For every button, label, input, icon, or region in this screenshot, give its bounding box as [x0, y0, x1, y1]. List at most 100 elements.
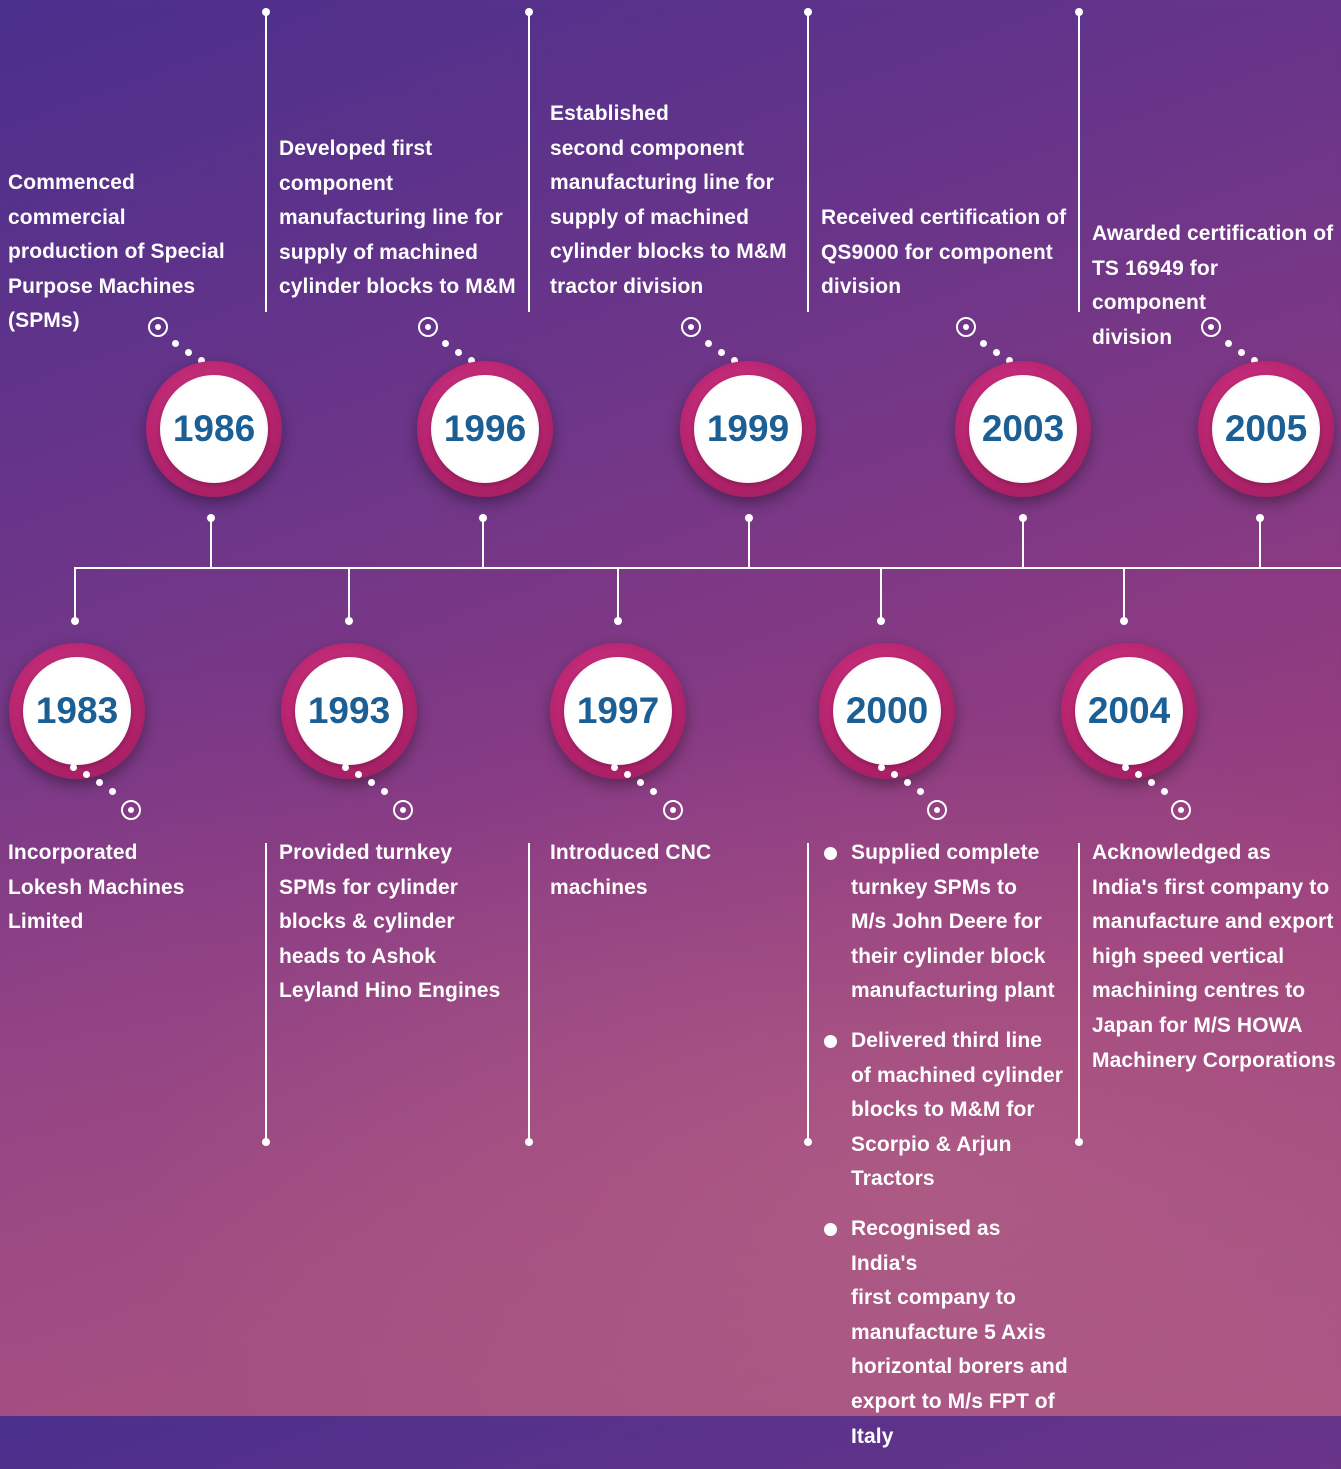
- trail-dot: [355, 771, 362, 778]
- milestone-1993-text: Provided turnkey SPMs for cylinder block…: [279, 836, 524, 1009]
- milestone-description: Provided turnkey SPMs for cylinder block…: [279, 841, 501, 1003]
- bullet-icon: [824, 1222, 837, 1236]
- year-circle: 2004: [1061, 643, 1197, 779]
- year-label: 2003: [981, 408, 1065, 449]
- connector-line: [348, 567, 350, 619]
- target-icon: [927, 800, 947, 820]
- bottom-divider-endpoint: [525, 1138, 533, 1146]
- trail-dot: [1148, 779, 1155, 786]
- trail-dot: [442, 340, 449, 347]
- trail-dot: [1251, 357, 1258, 364]
- bullet-icon: [824, 1034, 837, 1048]
- bottom-divider-line: [807, 843, 809, 1141]
- trail-dot: [185, 349, 192, 356]
- trail-dot: [980, 340, 987, 347]
- year-label: 2004: [1087, 690, 1171, 731]
- bottom-divider-endpoint: [804, 1138, 812, 1146]
- top-divider-endpoint: [525, 8, 533, 16]
- bottom-divider-line: [528, 843, 530, 1141]
- year-label: 1996: [443, 408, 527, 449]
- top-divider-line: [1078, 12, 1080, 312]
- bottom-divider-endpoint: [1075, 1138, 1083, 1146]
- trail-dot: [637, 779, 644, 786]
- milestone-bullet-list: Supplied complete turnkey SPMs to M/s Jo…: [809, 836, 1071, 1454]
- connector-line: [210, 518, 212, 568]
- milestone-1997-text: Introduced CNC machines: [550, 836, 800, 905]
- milestone-2003-text: Received certification of QS9000 for com…: [821, 201, 1071, 305]
- connector-line: [1022, 518, 1024, 568]
- connector-line: [617, 567, 619, 619]
- bottom-divider-endpoint: [262, 1138, 270, 1146]
- milestone-description: Acknowledged as India's first company to…: [1092, 841, 1336, 1072]
- milestone-description: Incorporated Lokesh Machines Limited: [8, 841, 185, 934]
- bullet-icon: [824, 847, 837, 860]
- bullet-item: Supplied complete turnkey SPMs to M/s Jo…: [809, 836, 1071, 1009]
- connector-line: [1259, 518, 1261, 568]
- year-label: 1993: [307, 690, 391, 731]
- connector-line: [482, 518, 484, 568]
- milestone-1983-text: Incorporated Lokesh Machines Limited: [8, 836, 258, 940]
- milestone-description: Introduced CNC machines: [550, 841, 712, 899]
- trail-dot: [650, 788, 657, 795]
- trail-dot: [368, 779, 375, 786]
- year-circle: 2000: [819, 643, 955, 779]
- year-circle: 1983: [9, 643, 145, 779]
- milestone-1986-text: Commenced commercial production of Speci…: [8, 166, 258, 339]
- top-divider-line: [807, 12, 809, 312]
- top-divider-line: [528, 12, 530, 312]
- connector-line: [880, 567, 882, 619]
- target-icon: [663, 800, 683, 820]
- trail-dot: [342, 764, 349, 771]
- year-label: 2005: [1224, 408, 1308, 449]
- timeline-axis: [74, 567, 1341, 569]
- trail-dot: [1238, 349, 1245, 356]
- target-icon: [148, 317, 168, 337]
- trail-dot: [172, 340, 179, 347]
- top-divider-endpoint: [804, 8, 812, 16]
- top-divider-endpoint: [262, 8, 270, 16]
- year-label: 1983: [35, 690, 119, 731]
- trail-dot: [1006, 357, 1013, 364]
- year-label: 1997: [576, 690, 660, 731]
- trail-dot: [993, 349, 1000, 356]
- milestone-2000-text: Supplied complete turnkey SPMs to M/s Jo…: [809, 836, 1071, 1469]
- trail-dot: [96, 779, 103, 786]
- year-circle: 1986: [146, 361, 282, 497]
- connector-endpoint: [1120, 617, 1128, 625]
- trail-dot: [611, 764, 618, 771]
- connector-endpoint: [345, 617, 353, 625]
- trail-dot: [917, 788, 924, 795]
- top-divider-endpoint: [1075, 8, 1083, 16]
- target-icon: [1171, 800, 1191, 820]
- target-icon: [956, 317, 976, 337]
- bullet-text: Recognised as India's first company to m…: [851, 1216, 1068, 1448]
- trail-dot: [624, 771, 631, 778]
- milestone-description: Developed first component manufacturing …: [279, 137, 516, 299]
- milestone-2005-text: Awarded certification of TS 16949 for co…: [1092, 217, 1337, 355]
- connector-line: [748, 518, 750, 568]
- milestone-1999-text: Established second component manufacturi…: [550, 97, 800, 305]
- trail-dot: [1161, 788, 1168, 795]
- milestone-1996-text: Developed first component manufacturing …: [279, 132, 519, 305]
- target-icon: [418, 317, 438, 337]
- year-circle: 1996: [417, 361, 553, 497]
- connector-endpoint: [614, 617, 622, 625]
- trail-dot: [468, 357, 475, 364]
- year-circle: 1993: [281, 643, 417, 779]
- year-label: 1999: [706, 408, 790, 449]
- bullet-item: Recognised as India's first company to m…: [809, 1212, 1071, 1454]
- connector-endpoint: [71, 617, 79, 625]
- target-icon: [1201, 317, 1221, 337]
- trail-dot: [198, 357, 205, 364]
- bullet-item: Delivered third line of machined cylinde…: [809, 1024, 1071, 1197]
- connector-line: [74, 567, 76, 619]
- trail-dot: [1225, 340, 1232, 347]
- trail-dot: [878, 764, 885, 771]
- target-icon: [393, 800, 413, 820]
- milestone-2004-text: Acknowledged as India's first company to…: [1092, 836, 1337, 1078]
- year-circle: 1999: [680, 361, 816, 497]
- top-divider-line: [265, 12, 267, 312]
- trail-dot: [891, 771, 898, 778]
- year-label: 1986: [172, 408, 256, 449]
- milestone-description: Awarded certification of TS 16949 for co…: [1092, 222, 1334, 349]
